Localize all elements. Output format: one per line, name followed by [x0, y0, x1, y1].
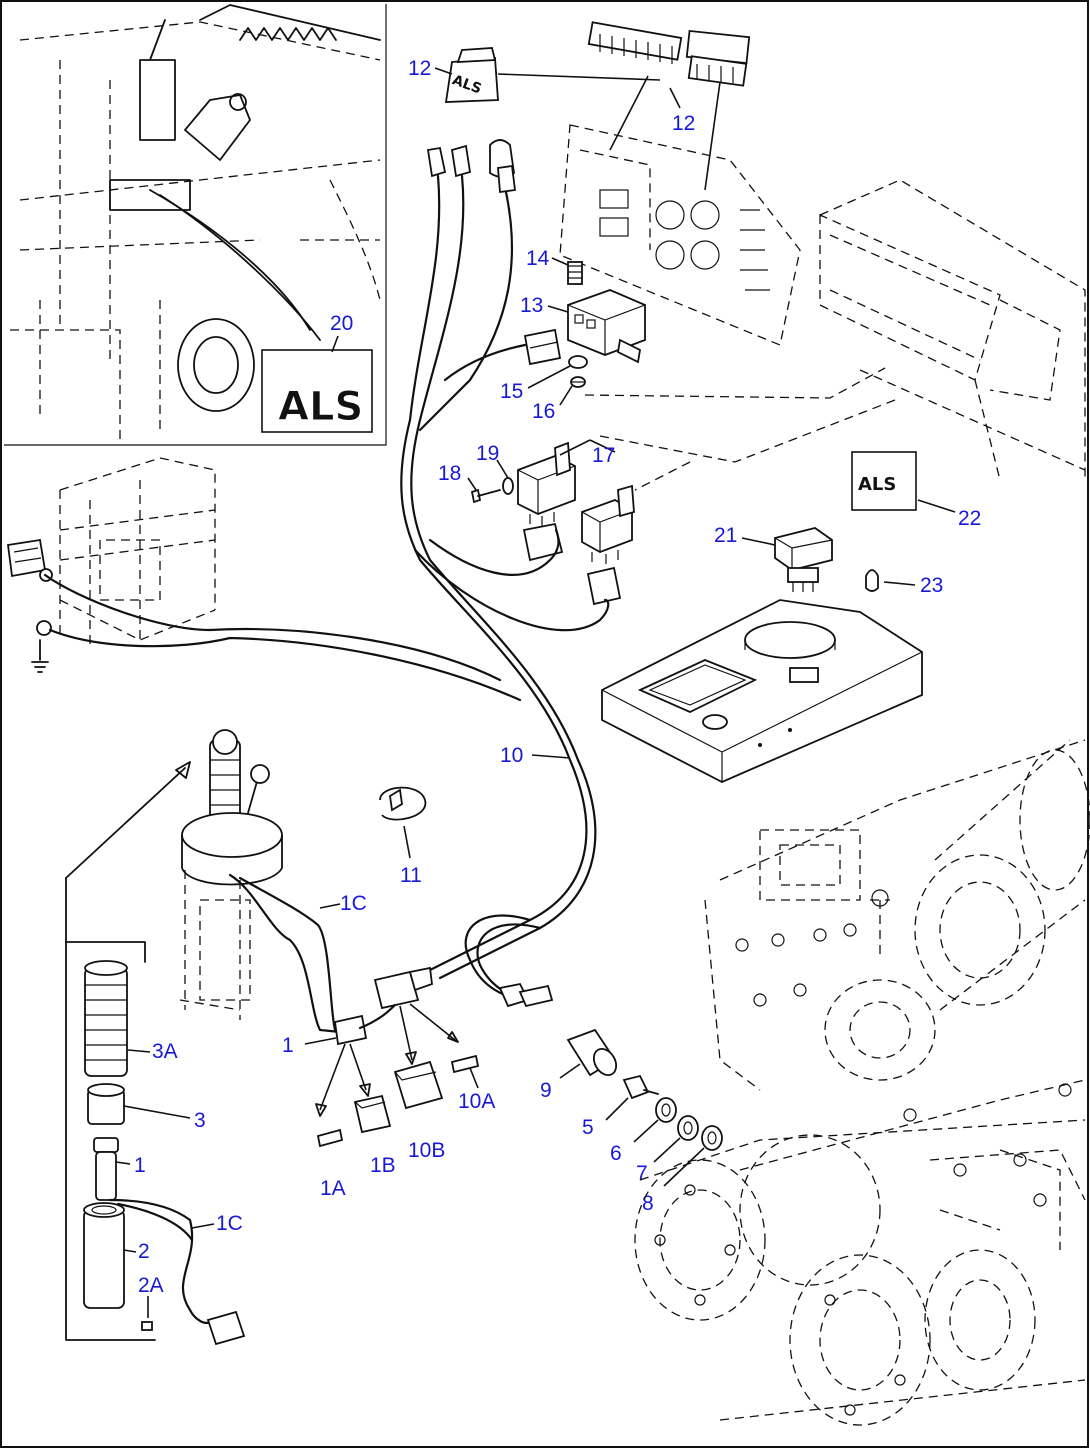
callout-15: 15	[500, 380, 523, 403]
callout-14: 14	[526, 247, 550, 270]
callout-3A: 3A	[152, 1040, 178, 1063]
callout-1B: 1B	[370, 1154, 396, 1177]
callout-1C-top: 1C	[340, 892, 367, 915]
als-decal-22-text: ALS	[858, 474, 896, 495]
callout-13: 13	[520, 294, 543, 317]
callout-8: 8	[642, 1192, 654, 1215]
grip-parts-stack: 3A 3 1 1C 2 2A	[83, 960, 246, 1346]
callout-16: 16	[532, 400, 555, 423]
callout-12a: 12	[408, 57, 431, 80]
sensor-parts: 9 5 6 7 8	[498, 982, 723, 1215]
als-decal-20-text: ALS	[278, 384, 363, 430]
als-decal-22	[851, 451, 917, 511]
callout-18: 18	[438, 462, 461, 485]
transmission-left	[6, 457, 216, 673]
callout-7: 7	[636, 1162, 648, 1185]
callout-12b: 12	[672, 112, 695, 135]
dashboard-panel: ALS 12 12	[408, 21, 1086, 481]
callout-23: 23	[920, 574, 943, 597]
joystick-assembly: 1C 1	[65, 729, 433, 1341]
callout-2: 2	[138, 1240, 150, 1263]
als-decal-20	[261, 349, 373, 433]
callout-11: 11	[400, 864, 422, 887]
callout-2A: 2A	[138, 1274, 164, 1297]
callout-1-mid: 1	[282, 1034, 294, 1057]
callout-9: 9	[540, 1079, 552, 1102]
connector-parts: 1A 1B 10B 10A	[315, 1003, 495, 1200]
callout-10: 10	[500, 744, 523, 767]
callout-1A: 1A	[320, 1177, 346, 1200]
callout-1C-low: 1C	[216, 1212, 243, 1235]
clamp-11: 11	[379, 786, 427, 887]
callout-22: 22	[958, 507, 981, 530]
callout-17: 17	[592, 444, 615, 467]
callout-1-low: 1	[134, 1154, 146, 1177]
relay-group: 14 13 15 16 18 19	[438, 247, 896, 606]
console-group: ALS 22 21 23	[601, 451, 981, 783]
callout-10B: 10B	[408, 1139, 445, 1162]
callout-6: 6	[610, 1142, 622, 1165]
callout-10A: 10A	[458, 1090, 495, 1113]
callout-5: 5	[582, 1116, 594, 1139]
callout-21: 21	[714, 524, 737, 547]
inset-view: ALS 20	[4, 4, 387, 446]
wiring-harness-10: 10	[43, 139, 610, 1004]
callout-3: 3	[194, 1109, 206, 1132]
callout-20: 20	[330, 312, 353, 335]
callout-19: 19	[476, 442, 499, 465]
axle-assembly	[634, 739, 1090, 1426]
